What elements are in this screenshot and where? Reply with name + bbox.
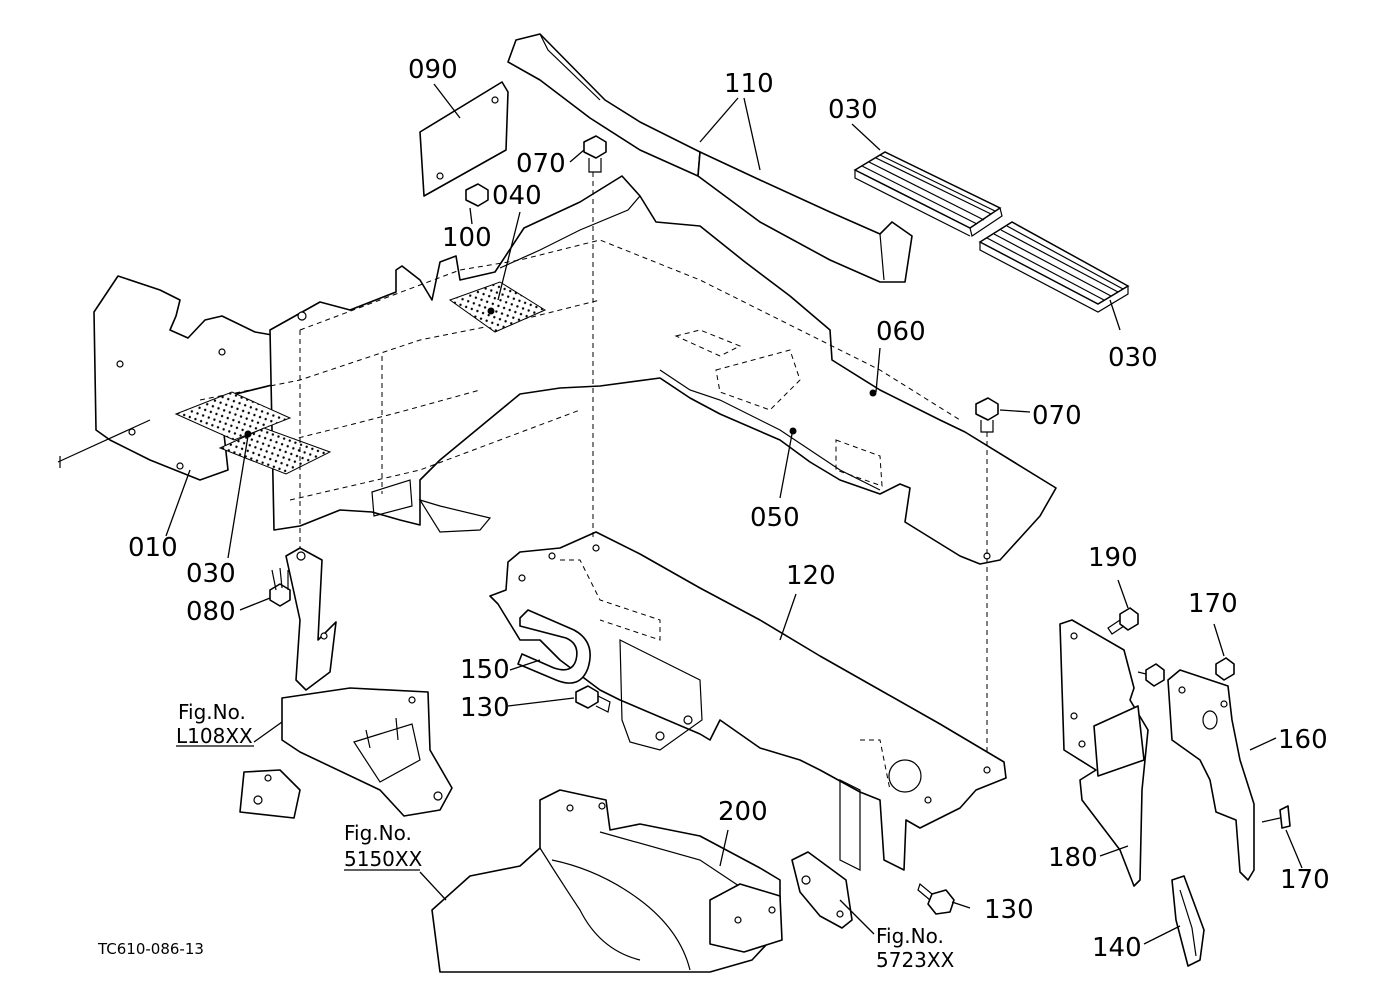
label-150: 150: [460, 655, 510, 685]
figure-ref-5723xx: Fig.No. 5723XX: [876, 924, 955, 972]
figure-ref-5723xx-number: 5723XX: [876, 948, 955, 972]
label-060: 060: [876, 317, 926, 347]
label-070-right: 070: [1032, 401, 1082, 431]
crossmember-120: [489, 531, 1007, 871]
label-120: 120: [786, 561, 836, 591]
figure-ref-l108xx: Fig.No. L108XX: [176, 700, 254, 748]
label-080: 080: [186, 597, 236, 627]
label-180: 180: [1048, 843, 1098, 873]
floor-frame-010: [57, 175, 1057, 565]
label-170-top: 170: [1188, 589, 1238, 619]
label-190: 190: [1088, 543, 1138, 573]
label-160: 160: [1278, 725, 1328, 755]
bolt-070-top: [583, 135, 607, 173]
label-170-bottom: 170: [1280, 865, 1330, 895]
label-070-top: 070: [516, 149, 566, 179]
part-labels: 090 110 030 070 040 100 060 030 070 050 …: [128, 55, 1330, 963]
u-bolt-150: [517, 609, 591, 684]
bolt-130-left: [575, 685, 611, 713]
label-030-top: 030: [828, 95, 878, 125]
label-030-right: 030: [1108, 343, 1158, 373]
mesh-040: [448, 281, 547, 333]
label-010: 010: [128, 533, 178, 563]
figure-ref-5723xx-prefix: Fig.No.: [876, 924, 944, 948]
bolt-170-top: [1215, 657, 1235, 681]
transmission-housing: [431, 789, 783, 973]
bolt-190: [1107, 607, 1139, 635]
label-050: 050: [750, 503, 800, 533]
label-130-right: 130: [984, 895, 1034, 925]
figure-ref-l108xx-number: L108XX: [176, 724, 253, 748]
label-030-left: 030: [186, 559, 236, 589]
label-110: 110: [724, 69, 774, 99]
figure-ref-5150xx-number: 5150XX: [344, 847, 423, 871]
leader-lines: [165, 83, 1303, 945]
label-140: 140: [1092, 933, 1142, 963]
side-plate-160: [1167, 669, 1255, 881]
bracket-180: [1059, 619, 1149, 887]
bracket-5723xx: [791, 851, 853, 929]
bolt-180-side: [1137, 663, 1165, 687]
clip-140: [1171, 875, 1205, 967]
bolt-170-bottom: [1261, 805, 1291, 829]
label-200: 200: [718, 797, 768, 827]
bolt-100: [465, 183, 489, 207]
plate-090: [419, 81, 509, 197]
label-100: 100: [442, 223, 492, 253]
figure-ref-5150xx-prefix: Fig.No.: [344, 821, 412, 845]
figure-ref-l108xx-prefix: Fig.No.: [178, 700, 246, 724]
rubber-mat-030-upper: [853, 151, 1003, 237]
rubber-mat-030-right: [978, 221, 1130, 313]
label-090: 090: [408, 55, 458, 85]
bolt-080: [269, 567, 291, 607]
figure-ref-5150xx: Fig.No. 5150XX: [344, 821, 423, 871]
label-130-left: 130: [460, 693, 510, 723]
bolt-130-right: [917, 882, 955, 915]
label-040: 040: [492, 181, 542, 211]
step-cover-110: [507, 33, 913, 283]
bolt-070-right: [975, 397, 999, 433]
bracket-080-assembly: [239, 547, 453, 819]
drawing-code: TC610-086-13: [97, 940, 204, 958]
